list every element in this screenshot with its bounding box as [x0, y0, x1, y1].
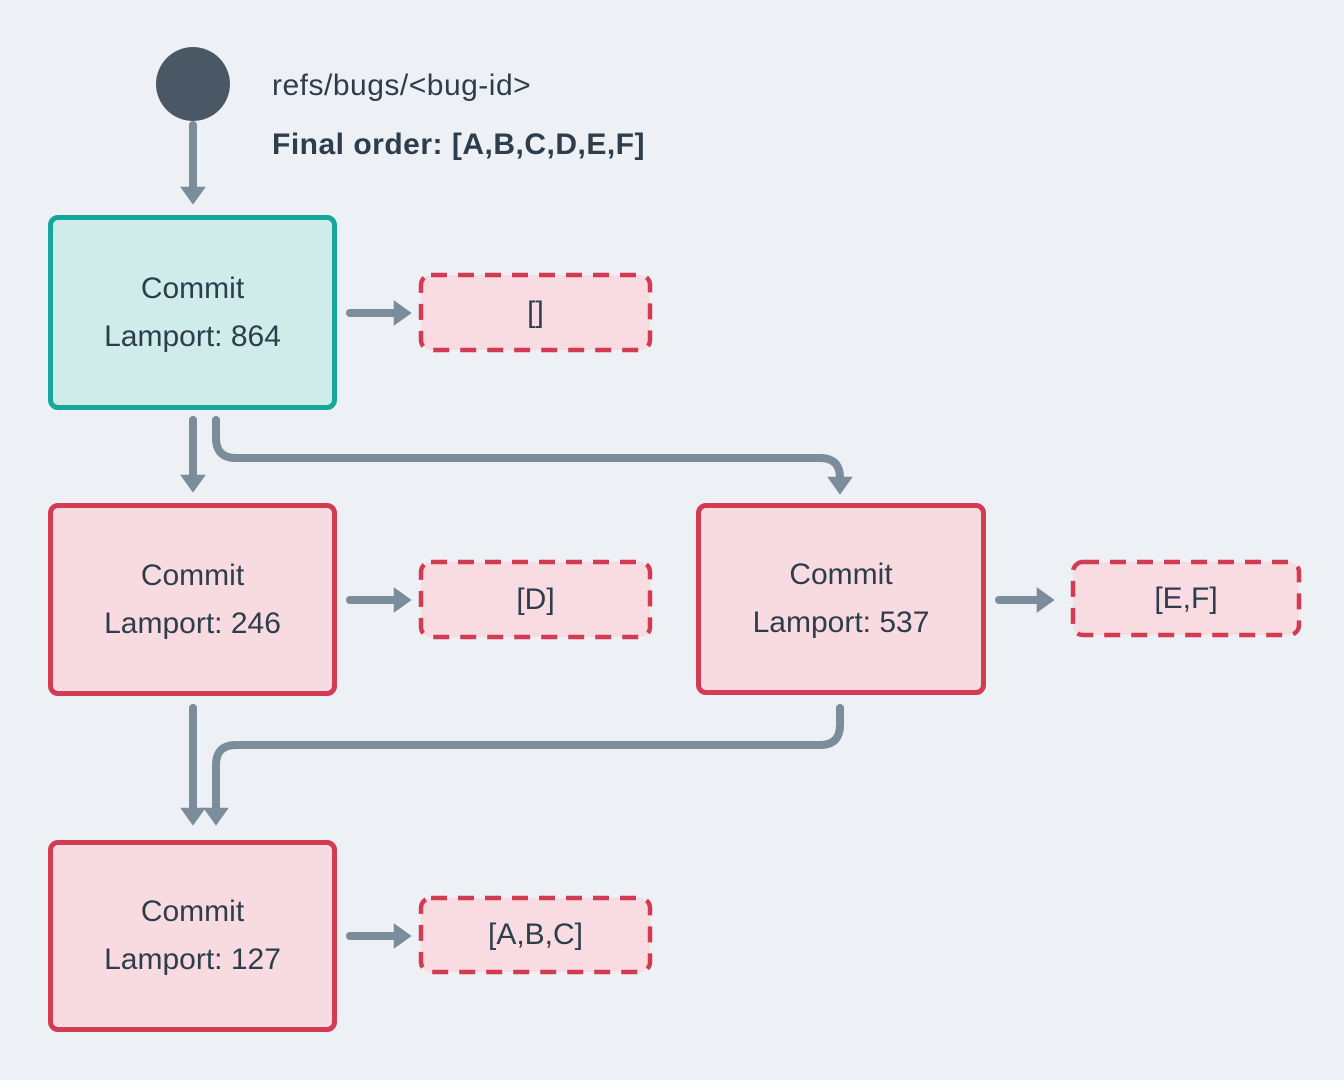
commit-title: Commit [789, 558, 893, 591]
payload-box-empty [418, 272, 653, 353]
branch-ref-node [156, 47, 230, 121]
commit-title: Commit [140, 271, 245, 305]
final-order-label: Final order: [A,B,C,D,E,F] [272, 128, 645, 161]
commit-node-537: Commit Lamport: 537 [696, 503, 986, 695]
payload-box-d [418, 559, 653, 640]
commit-title: Commit [140, 558, 245, 592]
payload-box-ef [1070, 559, 1302, 638]
commit-lamport: Lamport: 127 [104, 943, 281, 976]
commit-lamport: Lamport: 537 [752, 606, 930, 639]
payload-label-d: [D] [516, 582, 555, 616]
commit-title: Commit [140, 895, 245, 928]
edge-commit864-to-commit537 [212, 416, 853, 495]
commit-lamport: Lamport: 246 [104, 606, 281, 640]
commit-node-127: Commit Lamport: 127 [48, 840, 337, 1032]
edge-commit537-to-commit127 [203, 704, 844, 826]
payload-box-abc [418, 895, 653, 975]
commit-node-246: Commit Lamport: 246 [48, 503, 337, 696]
commit-node-864: Commit Lamport: 864 [48, 215, 337, 410]
payload-label-empty: [] [527, 295, 544, 329]
branch-ref-label: refs/bugs/<bug-id> [272, 69, 532, 102]
payload-label-ef: [E,F] [1154, 581, 1218, 615]
payload-label-abc: [A,B,C] [487, 918, 584, 951]
commit-lamport: Lamport: 864 [104, 319, 281, 353]
